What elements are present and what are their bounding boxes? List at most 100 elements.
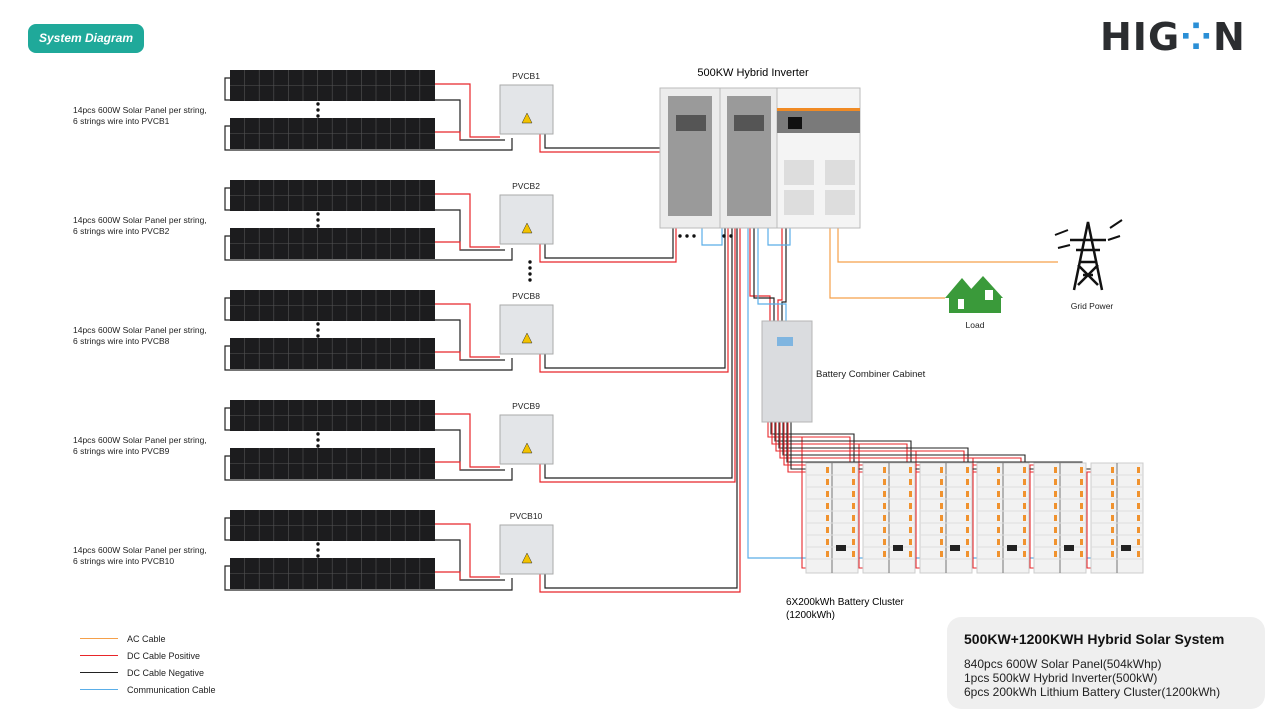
string-description: 6 strings wire into PVCB8 xyxy=(73,336,170,346)
communication-cable xyxy=(701,228,723,246)
pvcb-label: PVCB9 xyxy=(512,401,540,411)
warning-icon xyxy=(521,112,533,124)
dc-negative-cable xyxy=(544,134,670,228)
warning-icon xyxy=(521,552,533,564)
battery-cluster-capacity: (1200kWh) xyxy=(786,610,835,621)
dc-negative-cable xyxy=(544,228,733,479)
dc-negative-cable xyxy=(544,228,738,589)
ellipsis-dot xyxy=(685,234,689,238)
battery-rack xyxy=(1090,462,1144,574)
legend-dc-positive: DC Cable Positive xyxy=(80,647,216,664)
ellipsis-dot xyxy=(316,212,320,216)
dc-negative-cable xyxy=(224,125,513,151)
summary-title: 500KW+1200KWH Hybrid Solar System xyxy=(964,631,1225,647)
battery-rack xyxy=(1033,462,1087,574)
ellipsis-dot xyxy=(316,218,320,222)
battery-dc-cable xyxy=(781,228,787,321)
dc-positive-cable xyxy=(435,131,461,140)
battery-dc-cable xyxy=(749,228,771,321)
warning-icon xyxy=(521,222,533,234)
string-description: 14pcs 600W Solar Panel per string, xyxy=(73,545,207,555)
ellipsis-dot xyxy=(692,234,696,238)
solar-panel-string xyxy=(230,400,435,431)
higon-logo: HIG⁘N xyxy=(1100,15,1246,59)
inverter-label: 500KW Hybrid Inverter xyxy=(697,67,809,79)
ellipsis-dot xyxy=(316,114,320,118)
summary-line: 840pcs 600W Solar Panel(504kWhp) xyxy=(964,657,1162,671)
system-summary-card: 500KW+1200KWH Hybrid Solar System 840pcs… xyxy=(947,617,1265,709)
ellipsis-dot xyxy=(528,260,532,264)
ellipsis-dot xyxy=(528,272,532,276)
pvcb-label: PVCB10 xyxy=(510,511,543,521)
pvcb-label: PVCB2 xyxy=(512,181,540,191)
ellipsis-dot xyxy=(678,234,682,238)
string-description: 14pcs 600W Solar Panel per string, xyxy=(73,105,207,115)
warning-icon xyxy=(521,442,533,454)
warning-icon xyxy=(521,332,533,344)
pv-combiner-box xyxy=(499,304,554,355)
dc-positive-cable xyxy=(435,461,461,470)
pv-combiner-box xyxy=(499,524,554,575)
string-description: 6 strings wire into PVCB1 xyxy=(73,116,170,126)
pv-combiner-box xyxy=(499,194,554,245)
pvcb-label: PVCB8 xyxy=(512,291,540,301)
battery-dc-cable xyxy=(753,228,775,321)
summary-line: 6pcs 200kWh Lithium Battery Cluster(1200… xyxy=(964,685,1221,699)
solar-panel-string xyxy=(230,180,435,211)
ellipsis-dot xyxy=(316,432,320,436)
ellipsis-dot xyxy=(316,334,320,338)
ellipsis-dot xyxy=(316,328,320,332)
dc-positive-cable xyxy=(435,571,461,580)
ellipsis-dot xyxy=(528,266,532,270)
dc-negative-cable xyxy=(544,228,674,259)
pvcb-label: PVCB1 xyxy=(512,71,540,81)
ellipsis-dot xyxy=(316,554,320,558)
legend-label: DC Cable Negative xyxy=(127,667,205,678)
load-house-icon xyxy=(945,276,1003,313)
legend-label: DC Cable Positive xyxy=(127,650,201,661)
battery-rack xyxy=(862,462,916,574)
dc-positive-cable xyxy=(539,228,677,263)
dc-positive-cable xyxy=(539,228,736,483)
legend-communication: Communication Cable xyxy=(80,681,216,698)
ellipsis-dot xyxy=(316,224,320,228)
battery-rack xyxy=(919,462,973,574)
ellipsis-dot xyxy=(316,102,320,106)
string-description: 14pcs 600W Solar Panel per string, xyxy=(73,325,207,335)
legend-label: AC Cable xyxy=(127,633,166,644)
dc-positive-cable xyxy=(435,523,500,578)
solar-panel-string xyxy=(230,290,435,321)
ellipsis-dot xyxy=(316,548,320,552)
solar-panel-string xyxy=(230,70,435,101)
solar-panel-string xyxy=(230,448,435,479)
solar-panel-string xyxy=(230,228,435,259)
ellipsis-dot xyxy=(722,234,726,238)
battery-dc-cable xyxy=(757,228,787,321)
ellipsis-dot xyxy=(528,278,532,282)
hybrid-inverter: 500KW Hybrid Inverter xyxy=(659,67,861,229)
battery-rack xyxy=(976,462,1030,574)
ellipsis-dot xyxy=(316,438,320,442)
legend-dc-negative: DC Cable Negative xyxy=(80,664,216,681)
battery-cluster-label: 6X200kWh Battery Cluster xyxy=(786,597,904,608)
dc-positive-cable xyxy=(539,228,741,593)
dc-negative-cable xyxy=(224,455,513,481)
dc-negative-cable xyxy=(224,345,513,371)
load-label: Load xyxy=(966,320,985,330)
battery-cabinet-label: Battery Combiner Cabinet xyxy=(816,369,926,380)
solar-panel-string xyxy=(230,338,435,369)
grid-label: Grid Power xyxy=(1071,301,1114,311)
dc-positive-cable xyxy=(435,303,500,358)
summary-line: 1pcs 500kW Hybrid Inverter(500kW) xyxy=(964,671,1158,685)
grid-tower-icon xyxy=(1054,219,1123,291)
ellipsis-dot xyxy=(729,234,733,238)
ac-cable xyxy=(829,228,945,299)
string-description: 14pcs 600W Solar Panel per string, xyxy=(73,435,207,445)
pv-combiner-box xyxy=(499,414,554,465)
communication-cable xyxy=(767,228,791,246)
dc-positive-cable xyxy=(435,193,500,248)
solar-panel-string xyxy=(230,118,435,149)
ellipsis-dot xyxy=(316,108,320,112)
ellipsis-dot xyxy=(316,444,320,448)
